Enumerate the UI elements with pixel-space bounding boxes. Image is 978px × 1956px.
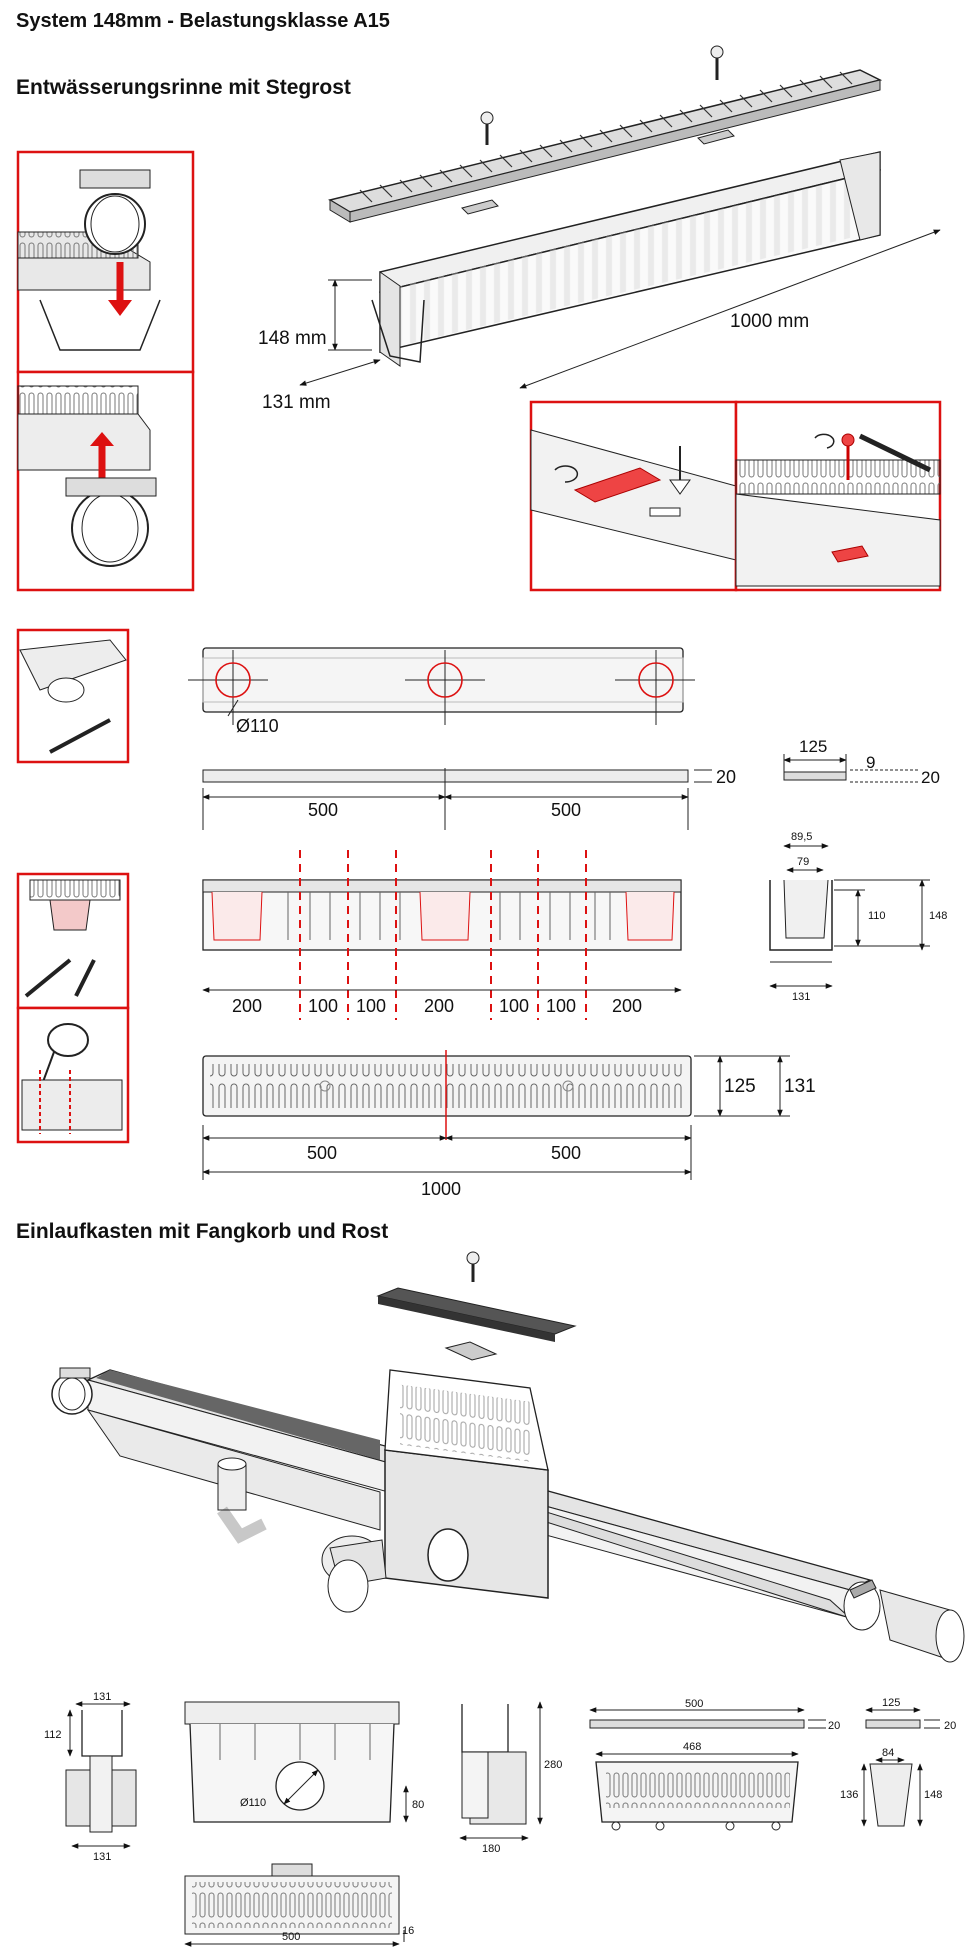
segment-view bbox=[202, 850, 682, 1020]
box-basket-cross bbox=[861, 1757, 923, 1827]
xsec-height: 148 bbox=[929, 910, 947, 922]
section-title-channel: Entwässerungsrinne mit Stegrost bbox=[16, 76, 351, 99]
clip-icon bbox=[461, 129, 735, 215]
box-h-length: 500 bbox=[282, 1931, 300, 1943]
xsec-gap: 9 bbox=[866, 753, 875, 772]
xsec-outer: 89,5 bbox=[791, 831, 812, 843]
screw-icon bbox=[480, 111, 494, 145]
box-b-height: 80 bbox=[412, 1799, 424, 1811]
detail-clip-insert bbox=[529, 400, 738, 592]
channel-cross-section bbox=[769, 843, 930, 989]
box-f-width: 125 bbox=[882, 1697, 900, 1709]
section-title-box: Einlaufkasten mit Fangkorb und Rost bbox=[16, 1220, 389, 1243]
side-half-left: 500 bbox=[308, 800, 338, 820]
grate-total: 1000 bbox=[421, 1179, 461, 1199]
side-view bbox=[202, 768, 712, 830]
screw-icon bbox=[466, 1251, 480, 1282]
box-grate-side bbox=[589, 1707, 826, 1729]
box-f-thickness: 20 bbox=[944, 1720, 956, 1732]
hole-diameter-label: Ø110 bbox=[236, 716, 279, 736]
box-d-length: 500 bbox=[685, 1698, 703, 1710]
grate-width-inner: 125 bbox=[724, 1076, 756, 1097]
grate-cross-section bbox=[783, 754, 918, 783]
dim-height-label: 148 mm bbox=[258, 328, 327, 349]
grate-half-left: 500 bbox=[307, 1143, 337, 1163]
box-g-right: 148 bbox=[924, 1789, 942, 1801]
box-b-diameter: Ø110 bbox=[240, 1797, 266, 1809]
xsec-inner: 79 bbox=[797, 856, 809, 868]
segment-label: 100 bbox=[308, 996, 338, 1016]
xsec-thickness: 20 bbox=[921, 768, 940, 787]
grate-width-outer: 131 bbox=[784, 1076, 816, 1097]
iso-catch-box-assembly bbox=[51, 1251, 965, 1663]
box-top-view bbox=[184, 1863, 405, 1947]
box-a-base: 131 bbox=[93, 1851, 111, 1863]
box-front-view bbox=[65, 1701, 137, 1849]
side-half-right: 500 bbox=[551, 800, 581, 820]
segment-label: 100 bbox=[356, 996, 386, 1016]
page-title: System 148mm - Belastungsklasse A15 bbox=[16, 10, 390, 32]
iso-grate bbox=[328, 69, 883, 223]
box-g-top: 84 bbox=[882, 1747, 894, 1759]
box-grate-cross bbox=[865, 1707, 940, 1729]
detail-small-2 bbox=[16, 872, 130, 1010]
side-thickness: 20 bbox=[716, 767, 736, 787]
dim-width-label: 131 mm bbox=[262, 392, 331, 413]
box-section-view bbox=[459, 1701, 543, 1841]
segment-label: 100 bbox=[546, 996, 576, 1016]
grate-top-view bbox=[202, 1050, 790, 1180]
box-c-base: 180 bbox=[482, 1843, 500, 1855]
plan-view bbox=[188, 647, 695, 725]
detail-end-cap-top bbox=[16, 150, 195, 374]
box-g-left: 136 bbox=[840, 1789, 858, 1801]
grate-half-right: 500 bbox=[551, 1143, 581, 1163]
xsec-inner-height: 110 bbox=[868, 910, 886, 922]
box-a-width: 131 bbox=[93, 1691, 111, 1703]
box-d-thickness: 20 bbox=[828, 1720, 840, 1732]
segment-label: 200 bbox=[424, 996, 454, 1016]
box-h-thickness: 16 bbox=[402, 1925, 414, 1937]
segment-label: 100 bbox=[499, 996, 529, 1016]
box-c-height: 280 bbox=[544, 1759, 562, 1771]
box-basket bbox=[595, 1751, 799, 1831]
dim-length-label: 1000 mm bbox=[730, 311, 809, 332]
box-e-length: 468 bbox=[683, 1741, 701, 1753]
screw-icon bbox=[710, 45, 724, 80]
detail-small-1 bbox=[16, 628, 130, 764]
segment-labels: 200 100 100 200 100 100 200 bbox=[232, 996, 642, 1016]
segment-label: 200 bbox=[612, 996, 642, 1016]
xsec-base: 131 bbox=[792, 991, 810, 1003]
detail-small-3 bbox=[16, 1006, 130, 1144]
segment-label: 200 bbox=[232, 996, 262, 1016]
xsec-width: 125 bbox=[799, 737, 827, 756]
box-side-view bbox=[184, 1701, 409, 1823]
box-a-height: 112 bbox=[44, 1729, 62, 1741]
iso-dimensions bbox=[299, 229, 941, 389]
detail-end-cap-bottom bbox=[16, 370, 195, 592]
detail-screw-fix bbox=[734, 400, 942, 592]
